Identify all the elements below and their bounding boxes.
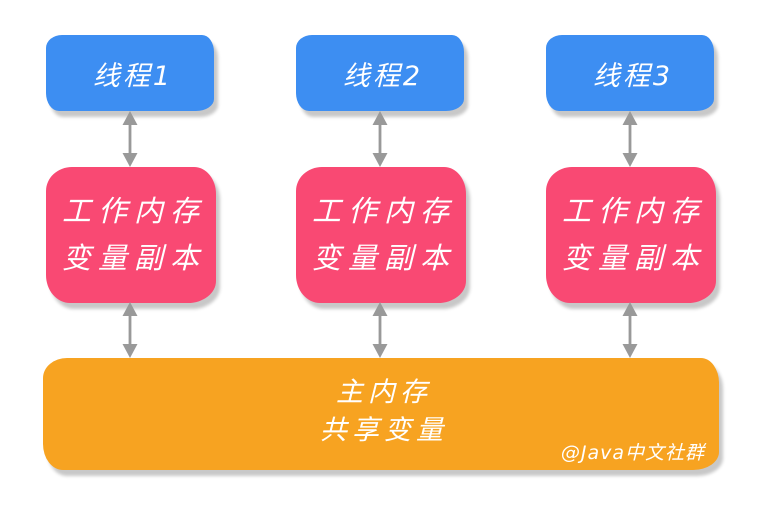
working-memory-box-2: 工作内存 变量副本	[296, 167, 466, 303]
double-arrow-icon-wm2-mainmemory	[372, 302, 388, 358]
thread-1-label: 线程1	[92, 60, 174, 92]
double-arrow-icon-thread2-wm2	[372, 111, 388, 167]
thread-box-3: 线程3	[546, 35, 714, 111]
working-memory-3-line1: 工作内存	[561, 194, 706, 229]
thread-box-2: 线程2	[296, 35, 464, 111]
thread-2-label: 线程2	[342, 60, 424, 92]
thread-3-label: 线程3	[592, 60, 674, 92]
working-memory-1-line2: 变量副本	[61, 241, 206, 275]
working-memory-3-line2: 变量副本	[561, 241, 706, 275]
working-memory-box-3: 工作内存 变量副本	[546, 167, 716, 303]
working-memory-2-line1: 工作内存	[311, 194, 456, 229]
watermark: @Java中文社群	[560, 442, 705, 465]
double-arrow-icon-thread3-wm3	[622, 111, 638, 167]
thread-box-1: 线程1	[46, 35, 214, 111]
main-memory-line1: 主内存	[336, 377, 432, 409]
main-memory-line2: 共享变量	[320, 415, 448, 446]
working-memory-2-line2: 变量副本	[311, 241, 456, 275]
working-memory-box-1: 工作内存 变量副本	[46, 167, 216, 303]
double-arrow-icon-wm3-mainmemory	[622, 302, 638, 358]
main-memory-box: 主内存 共享变量 @Java中文社群	[43, 358, 719, 470]
double-arrow-icon-thread1-wm1	[122, 111, 138, 167]
working-memory-1-line1: 工作内存	[61, 194, 206, 229]
double-arrow-icon-wm1-mainmemory	[122, 302, 138, 358]
